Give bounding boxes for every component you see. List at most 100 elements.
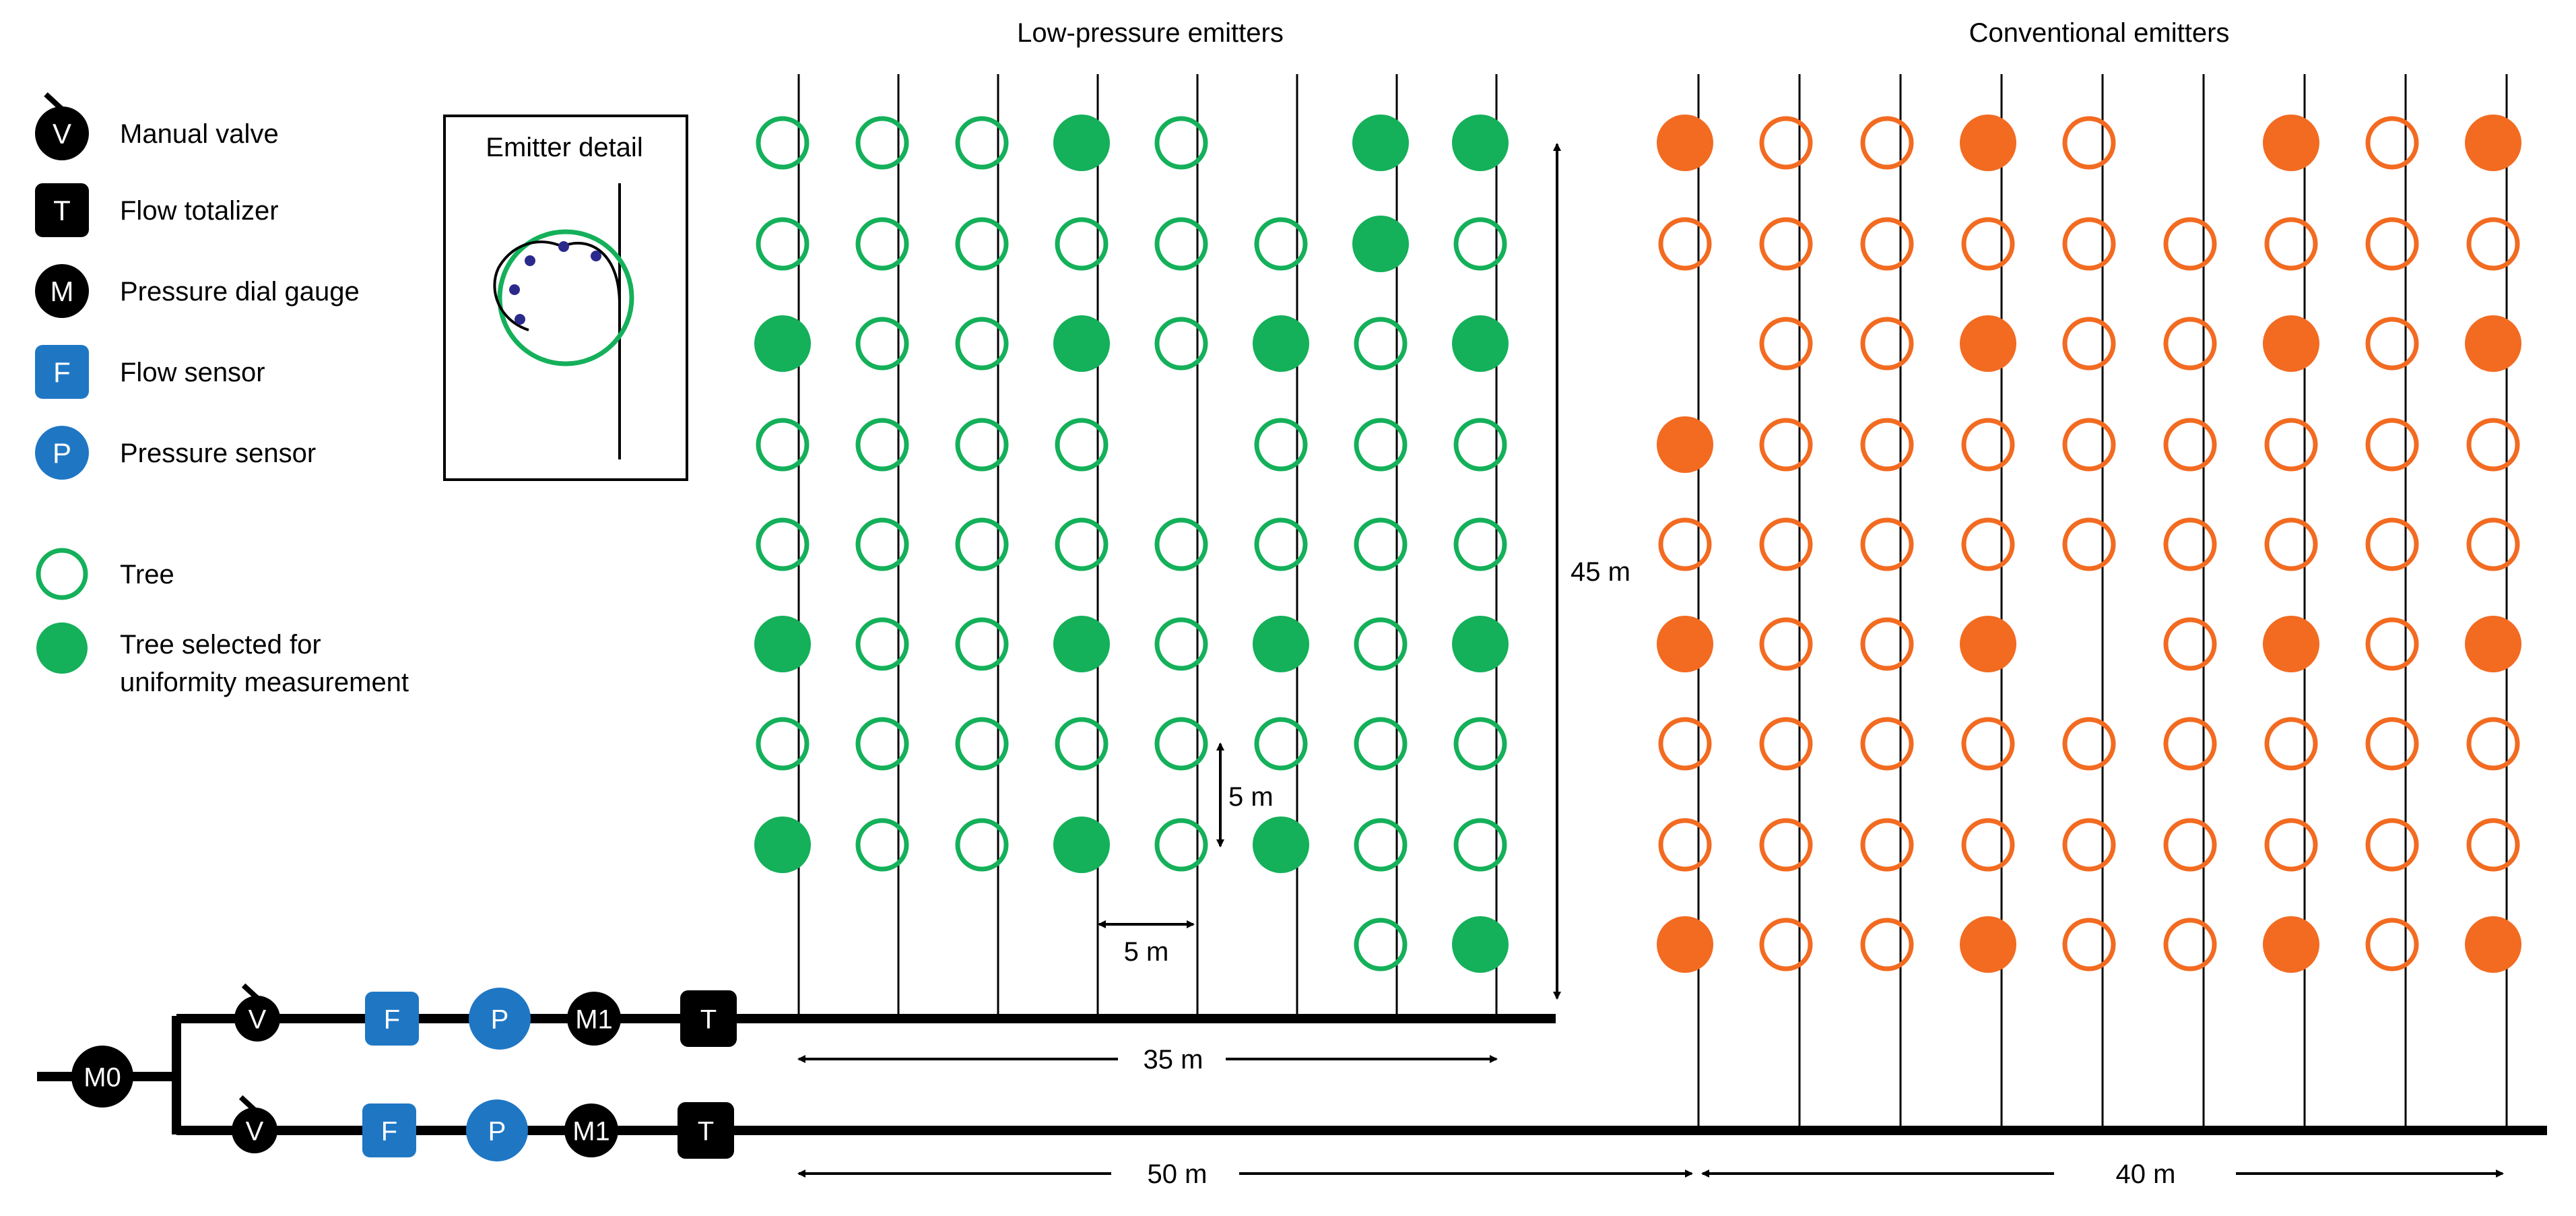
low-pressure-tree-selected [754,315,811,372]
conventional-tree [1860,418,1914,472]
emitter-dot [591,251,601,261]
low-pressure-tree [1154,217,1208,271]
low-pressure-tree [955,818,1009,872]
low-pressure-tree [1254,418,1308,472]
low-pressure-tree [1055,517,1109,571]
conventional-tree [1658,818,1712,872]
conventional-tree-selected [2465,115,2521,171]
low-pressure-tree [1453,517,1507,571]
emitter-detail: Emitter detail [443,115,688,481]
low-pressure-tree [855,818,909,872]
low-pressure-tree [756,717,810,771]
dimension-label-5m-row: 5 m [1228,782,1274,812]
valve-v-symbol [234,996,280,1042]
conventional-tree [2365,217,2419,271]
conventional-tree [1759,617,1813,671]
conventional-tree [2062,116,2116,170]
low-pressure-tree [1354,717,1408,771]
device-p-letter: P [53,437,71,469]
device-t-letter: T [700,1004,717,1034]
emitter-dot [509,284,520,295]
low-pressure-tree [855,617,909,671]
conventional-tree-selected [1960,315,2016,372]
low-pressure-tree [756,217,810,271]
device-p-letter: P [491,1004,509,1034]
tree-legend-label: Tree [120,560,174,589]
conventional-title: Conventional emitters [1969,18,2230,48]
device-t-symbol [680,990,737,1047]
emitter-dot [515,314,525,325]
low-pressure-tree [1354,617,1408,671]
emitter-detail-frame [443,115,688,481]
conventional-tree [2466,717,2520,771]
conventional-tree [1860,617,1914,671]
conventional-tree [2365,116,2419,170]
low-pressure-tree-selected [1053,817,1110,873]
legend-item: M Pressure dial gauge [35,264,360,318]
low-pressure-tree [1453,818,1507,872]
low-pressure-tree [1254,717,1308,771]
device-p-symbol [469,988,531,1050]
conventional-tree [2466,217,2520,271]
conventional-tree [1860,918,1914,971]
low-pressure-tree-selected [1352,115,1409,171]
low-pressure-tree [955,217,1009,271]
low-pressure-tree [955,717,1009,771]
conventional-tree-selected [2465,916,2521,973]
low-pressure-tree [955,317,1009,371]
conventional-tree [2062,717,2116,771]
tree-selected-label-line1: Tree selected for [120,630,321,660]
device-v-letter: V [53,118,71,150]
low-pressure-tree-selected [1352,216,1409,272]
conventional-tree [1759,918,1813,971]
device-m-letter: M [51,276,74,307]
lateral-lines [797,74,2508,1130]
conventional-tree [2062,818,2116,872]
dimension-label-45m: 45 m [1571,557,1630,587]
conventional-tree [2264,818,2318,872]
conventional-tree-selected [1960,616,2016,672]
low-pressure-tree [1055,217,1109,271]
low-pressure-tree [1354,317,1408,371]
conventional-tree-selected [2263,315,2319,372]
low-pressure-tree [1055,717,1109,771]
conventional-tree [2365,617,2419,671]
low-pressure-tree-selected [1253,315,1309,372]
conventional-tree-selected [2263,916,2319,973]
device-p-letter: P [488,1116,506,1146]
device-f-symbol [35,345,89,399]
legend-item-label: Pressure dial gauge [120,277,360,307]
low-pressure-tree-selected [1053,115,1110,171]
valve-v-symbol [35,106,89,160]
conventional-tree [1658,217,1712,271]
conventional-tree [1759,217,1813,271]
low-pressure-tree [1354,418,1408,472]
dimensions [797,143,2504,1178]
legend-item-label: Manual valve [120,119,279,149]
conventional-tree [2365,818,2419,872]
device-t-symbol [678,1102,734,1159]
low-pressure-tree [955,418,1009,472]
low-pressure-tree [855,418,909,472]
conventional-tree [2264,418,2318,472]
conventional-tree [2163,617,2217,671]
low-pressure-tree [1254,517,1308,571]
conventional-tree [2466,818,2520,872]
device-m1-letter: M1 [572,1116,610,1146]
conventional-tree-selected [1657,115,1713,171]
conventional-tree-selected [1657,916,1713,973]
device-f-letter: F [53,356,71,388]
conventional-tree [2365,717,2419,771]
low-pressure-tree [1254,217,1308,271]
conventional-tree [2163,818,2217,872]
conventional-tree [1759,717,1813,771]
low-pressure-tree [855,517,909,571]
conventional-tree [1860,217,1914,271]
low-pressure-tree-selected [1452,616,1509,672]
low-pressure-tree [855,317,909,371]
low-pressure-tree [855,217,909,271]
conventional-tree [1759,317,1813,371]
